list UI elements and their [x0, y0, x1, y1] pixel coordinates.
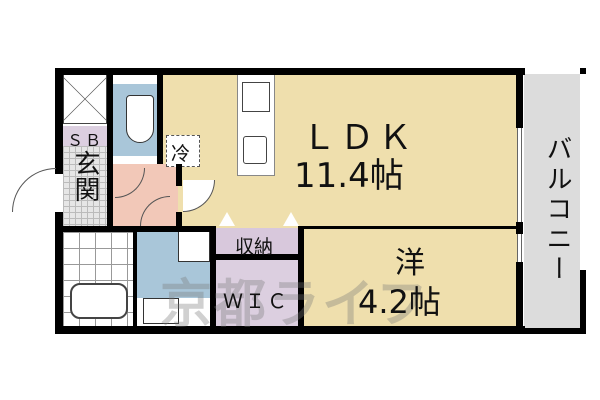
fridge-label: 冷: [171, 143, 191, 165]
bathtub-icon: [70, 283, 128, 319]
storage-door-right[interactable]: [283, 212, 299, 226]
ldk-label: ＬＤＫ: [302, 118, 416, 158]
entrance-door[interactable]: [12, 168, 56, 212]
room-balcony: [524, 74, 580, 330]
room-entrance: [63, 146, 107, 228]
ldk-size: 11.4帖: [294, 156, 404, 196]
toilet-icon: [126, 95, 154, 143]
sink-icon: [243, 136, 267, 164]
room-ldk: [163, 74, 520, 230]
western-window: [517, 234, 522, 262]
washer-pan-icon: [178, 230, 210, 262]
western-size: 4.2帖: [358, 283, 441, 321]
washbasin-icon: [143, 298, 179, 324]
room-western: [303, 228, 520, 326]
watermark: 京都ライフ: [160, 275, 431, 335]
storage-label: 収納: [235, 236, 274, 258]
balcony-window: [517, 128, 522, 222]
western-label: 洋: [395, 246, 425, 281]
storage-door-left[interactable]: [219, 212, 235, 226]
wic-label: ＷＩＣ: [223, 289, 289, 313]
closet-box: [63, 74, 107, 124]
room-shoebox: [63, 126, 107, 146]
stove-icon: [242, 82, 270, 112]
room-storage: [215, 228, 299, 256]
balcony-label: バルコニー: [542, 135, 572, 285]
shoebox-label: ＳＢ: [67, 131, 104, 150]
room-wic: [215, 260, 299, 326]
fridge-space: [166, 135, 200, 167]
entrance-label: 玄関: [70, 150, 100, 202]
